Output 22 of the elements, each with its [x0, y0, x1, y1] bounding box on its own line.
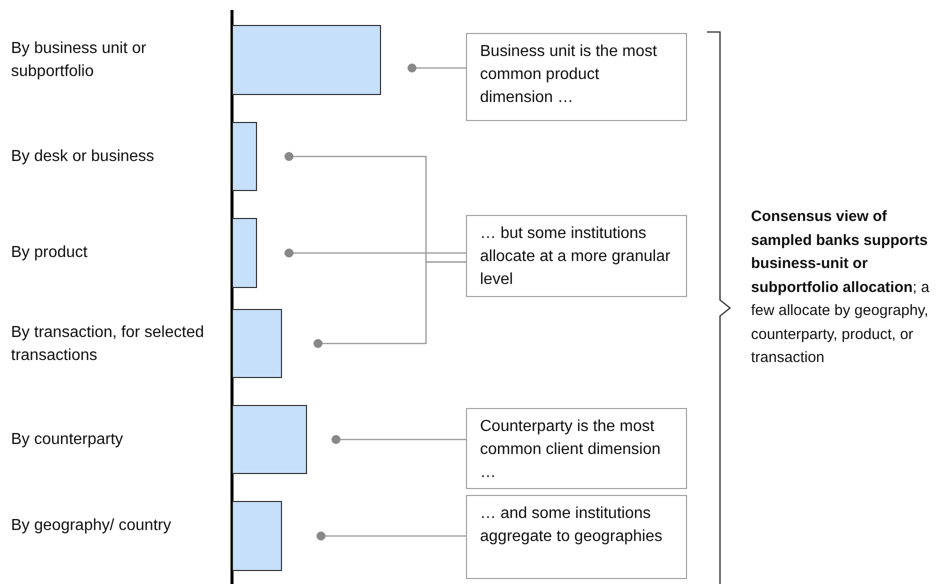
bar	[232, 309, 282, 378]
bar	[232, 405, 307, 474]
category-label: By geography/ country	[11, 516, 172, 536]
category-label: By counterparty	[11, 430, 124, 450]
leader-line	[284, 248, 466, 258]
callout-box: Business unit is the most common product dimension …	[466, 33, 687, 121]
bar	[232, 501, 282, 571]
callout-box: … and some institutions aggregate to geographies	[466, 495, 687, 579]
leader-line	[408, 64, 466, 72]
leader-line	[314, 261, 466, 348]
callout-box: … but some institutions allocate at a more granular level	[466, 215, 687, 297]
category-label: By product	[11, 243, 88, 263]
category-label: By transaction, for selected transactions	[11, 323, 205, 366]
bar	[232, 218, 257, 288]
bar	[232, 122, 257, 191]
leader-line	[316, 532, 466, 540]
category-label: By desk or business	[11, 147, 156, 167]
bar	[232, 25, 381, 95]
leader-line	[332, 435, 466, 444]
summary-note: Consensus view of sampled banks supports business-unit or subportfolio allocation; a few allocate by geography, counterparty, product, or transaction	[751, 207, 930, 368]
category-label: By business unit or subportfolio	[11, 39, 148, 82]
callout-box: Counterparty is the most common client dimension …	[466, 408, 687, 489]
